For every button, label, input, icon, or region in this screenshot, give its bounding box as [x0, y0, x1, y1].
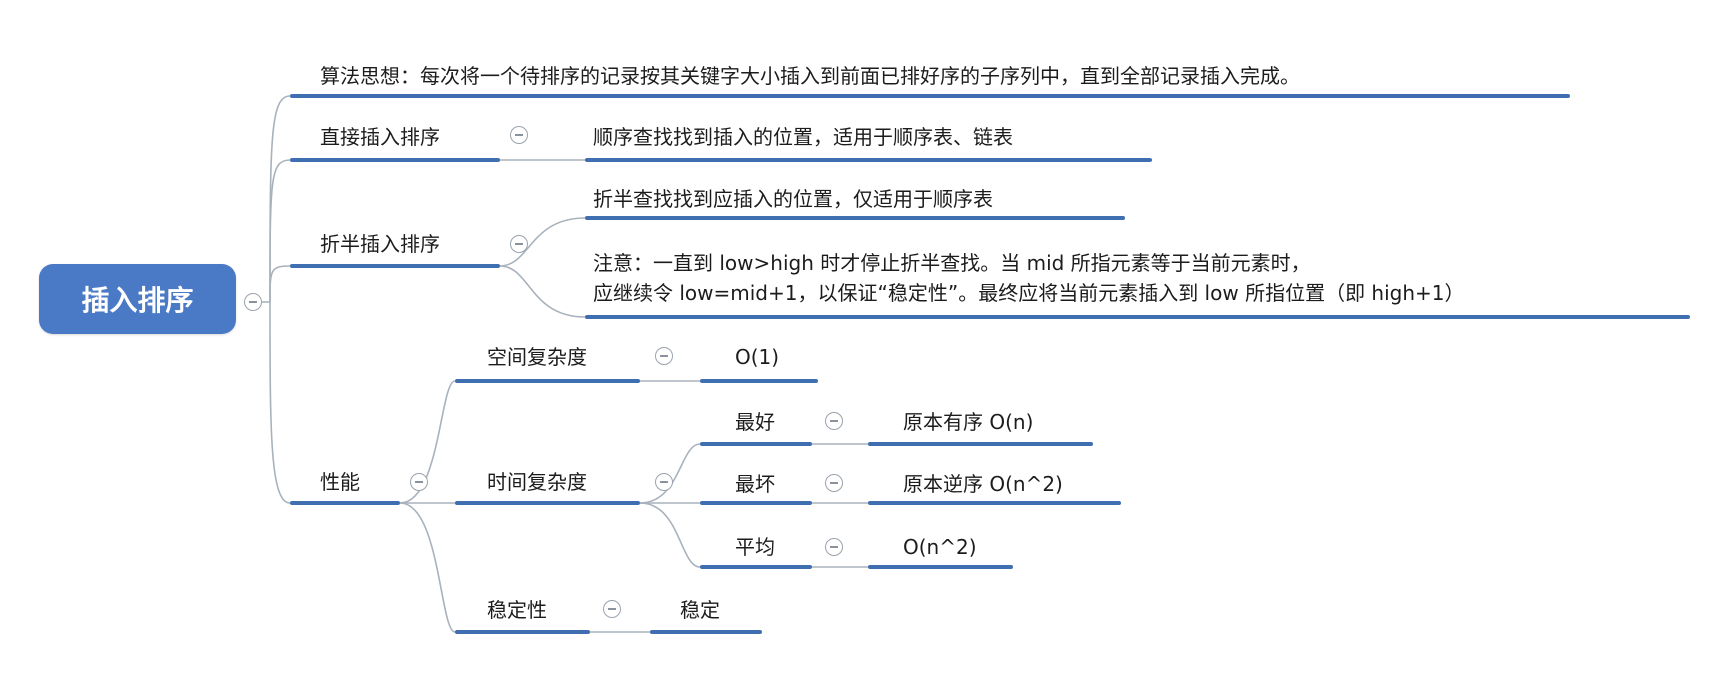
performance-collapse-icon[interactable]: [410, 473, 428, 491]
time-complexity-underline: [455, 501, 640, 505]
performance-label[interactable]: 性能: [320, 470, 360, 494]
stability-collapse-icon[interactable]: [603, 600, 621, 618]
binary-note-underline: [585, 315, 1690, 319]
binary-collapse-icon[interactable]: [510, 235, 528, 253]
connector-to-performance: [269, 301, 291, 504]
average-collapse-icon[interactable]: [825, 538, 843, 556]
direct-insertion-underline: [290, 158, 500, 162]
connector-to-direct: [269, 159, 291, 303]
best-value-underline: [868, 442, 1093, 446]
worst-case-value: 原本逆序 O(n^2): [903, 472, 1063, 496]
stability-underline: [455, 630, 590, 634]
connector-binary-note: [499, 265, 586, 318]
binary-note-line1: 注意：一直到 low>high 时才停止折半查找。当 mid 所指元素等于当前元…: [593, 251, 1311, 275]
worst-value-underline: [868, 501, 1121, 505]
stability-value: 稳定: [680, 598, 720, 622]
time-collapse-icon[interactable]: [655, 473, 673, 491]
binary-note-line2: 应继续令 low=mid+1，以保证“稳定性”。最终应将当前元素插入到 low …: [593, 281, 1465, 305]
space-complexity-underline: [455, 379, 640, 383]
average-value-underline: [868, 565, 1013, 569]
worst-collapse-icon[interactable]: [825, 474, 843, 492]
idea-text: 算法思想：每次将一个待排序的记录按其关键字大小插入到前面已排好序的子序列中，直到…: [320, 64, 1300, 88]
connector-binary-detail1: [499, 217, 586, 267]
performance-underline: [290, 501, 400, 505]
best-case-label[interactable]: 最好: [735, 410, 775, 434]
connector-time-avg: [639, 502, 701, 568]
worst-case-underline: [700, 501, 812, 505]
connector-perf-space: [399, 380, 456, 504]
binary-detail-underline: [585, 216, 1125, 220]
binary-detail-text: 折半查找找到应插入的位置，仅适用于顺序表: [593, 187, 993, 211]
average-case-label[interactable]: 平均: [735, 535, 775, 559]
direct-detail-underline: [585, 158, 1152, 162]
stability-value-underline: [650, 630, 762, 634]
connector-perf-stability: [399, 502, 456, 633]
worst-case-label[interactable]: 最坏: [735, 472, 775, 496]
average-case-underline: [700, 565, 812, 569]
average-case-value: O(n^2): [903, 535, 977, 559]
time-complexity-label[interactable]: 时间复杂度: [487, 470, 587, 494]
space-complexity-label[interactable]: 空间复杂度: [487, 345, 587, 369]
root-label: 插入排序: [81, 284, 194, 317]
binary-insertion-underline: [290, 264, 500, 268]
binary-insertion-label[interactable]: 折半插入排序: [320, 232, 440, 256]
connector-to-binary: [269, 265, 291, 303]
direct-insertion-label[interactable]: 直接插入排序: [320, 125, 440, 149]
direct-detail-text: 顺序查找找到插入的位置，适用于顺序表、链表: [593, 125, 1013, 149]
stability-label[interactable]: 稳定性: [487, 598, 547, 622]
space-value-underline: [700, 379, 818, 383]
connector-time-best: [639, 443, 701, 504]
space-collapse-icon[interactable]: [655, 347, 673, 365]
best-case-underline: [700, 442, 812, 446]
best-case-value: 原本有序 O(n): [903, 410, 1034, 434]
root-node[interactable]: 插入排序: [39, 264, 236, 334]
direct-collapse-icon[interactable]: [510, 126, 528, 144]
root-collapse-icon[interactable]: [244, 293, 262, 311]
idea-underline: [290, 94, 1570, 98]
space-complexity-value: O(1): [735, 345, 780, 369]
best-collapse-icon[interactable]: [825, 412, 843, 430]
